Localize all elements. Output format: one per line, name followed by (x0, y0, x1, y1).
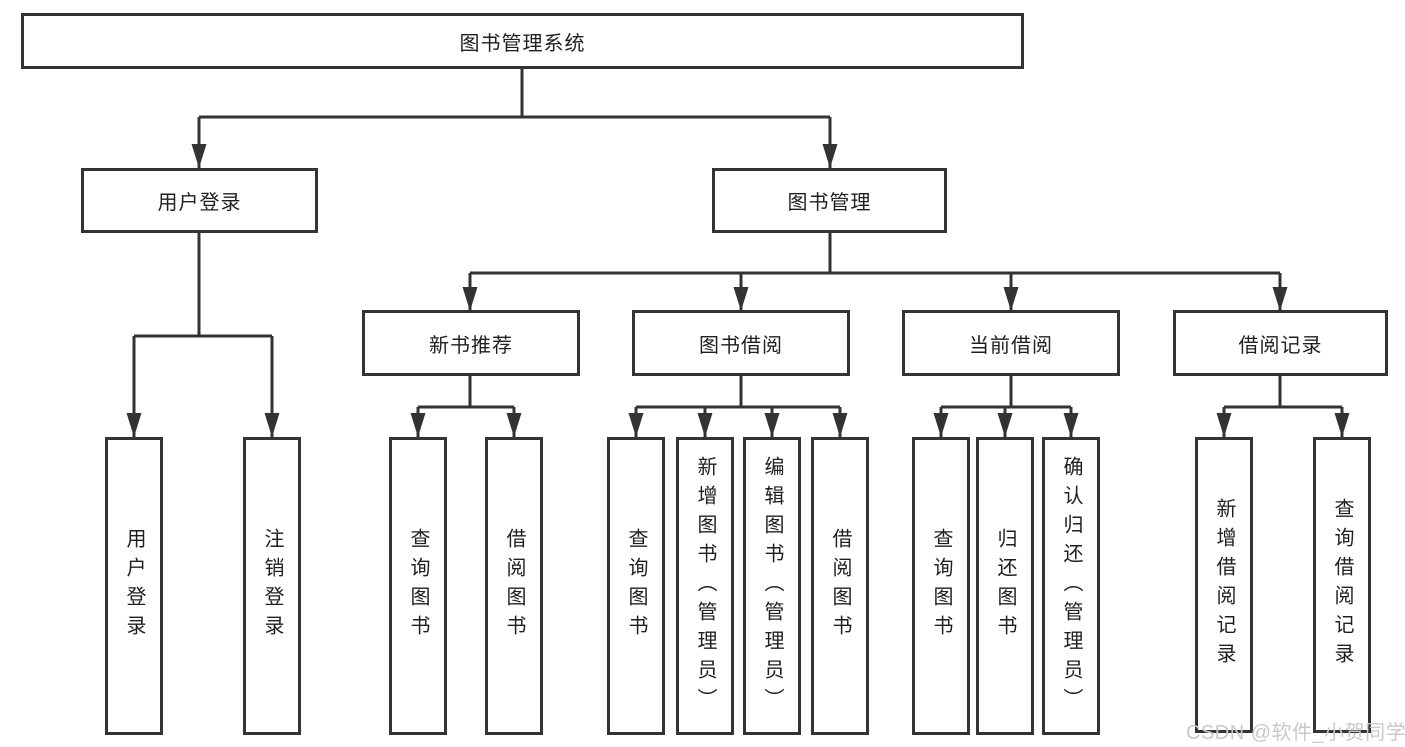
node-label: 当前借阅 (969, 334, 1053, 357)
node-login-user-login: 用户登录 (105, 437, 163, 735)
node-borrow-edit-book-admin: 编辑图书（管理员） (743, 437, 801, 735)
node-label: 借阅图书 (829, 528, 851, 644)
connector-recommend (418, 376, 514, 409)
connector-records (1224, 376, 1342, 409)
csdn-watermark: CSDN @软件_小贺同学 (1186, 722, 1405, 744)
node-label: 查询图书 (930, 528, 952, 644)
node-label: 用户登录 (123, 528, 145, 644)
node-label: 归还图书 (994, 528, 1016, 644)
node-current-borrow: 当前借阅 (902, 310, 1120, 376)
node-book-management: 图书管理 (712, 168, 947, 233)
node-recommend-borrow-book: 借阅图书 (485, 437, 543, 735)
node-label: 确认归还（管理员） (1060, 455, 1082, 717)
node-borrow-add-book-admin: 新增图书（管理员） (676, 437, 734, 735)
node-label: 借阅记录 (1238, 334, 1323, 357)
node-label: 借阅图书 (503, 528, 525, 644)
node-label: 图书管理 (787, 192, 872, 214)
connector-login (134, 233, 272, 338)
node-borrow-query-book: 查询图书 (607, 437, 665, 735)
node-label: 新增图书（管理员） (694, 455, 716, 717)
node-current-query-book: 查询图书 (912, 437, 970, 735)
node-label: 查询图书 (407, 528, 429, 644)
node-label: 查询图书 (625, 528, 647, 644)
node-records-query-record: 查询借阅记录 (1313, 437, 1371, 733)
node-label: 新增借阅记录 (1213, 498, 1235, 672)
node-label: 查询借阅记录 (1331, 498, 1353, 672)
node-login-logout: 注销登录 (243, 437, 301, 735)
node-label: 用户登录 (157, 192, 242, 214)
node-label: 注销登录 (261, 528, 283, 644)
node-records-add-record: 新增借阅记录 (1195, 437, 1253, 733)
connector-root (199, 69, 830, 119)
node-user-login: 用户登录 (81, 168, 318, 233)
connector-current (941, 376, 1071, 409)
node-root: 图书管理系统 (21, 13, 1024, 69)
node-label: 图书借阅 (699, 334, 783, 357)
node-label: 编辑图书（管理员） (761, 455, 783, 717)
node-new-book-recommend: 新书推荐 (362, 310, 580, 376)
node-borrow-records: 借阅记录 (1173, 310, 1388, 376)
node-recommend-query-book: 查询图书 (389, 437, 447, 735)
node-label: 新书推荐 (429, 334, 513, 357)
node-current-return-book: 归还图书 (976, 437, 1034, 735)
node-label: 图书管理系统 (459, 32, 586, 55)
node-borrow-borrow-book: 借阅图书 (811, 437, 869, 735)
connector-management (470, 233, 1280, 275)
node-current-confirm-return-admin: 确认归还（管理员） (1042, 437, 1100, 735)
connector-borrow (636, 376, 840, 409)
node-book-borrow: 图书借阅 (632, 310, 850, 376)
